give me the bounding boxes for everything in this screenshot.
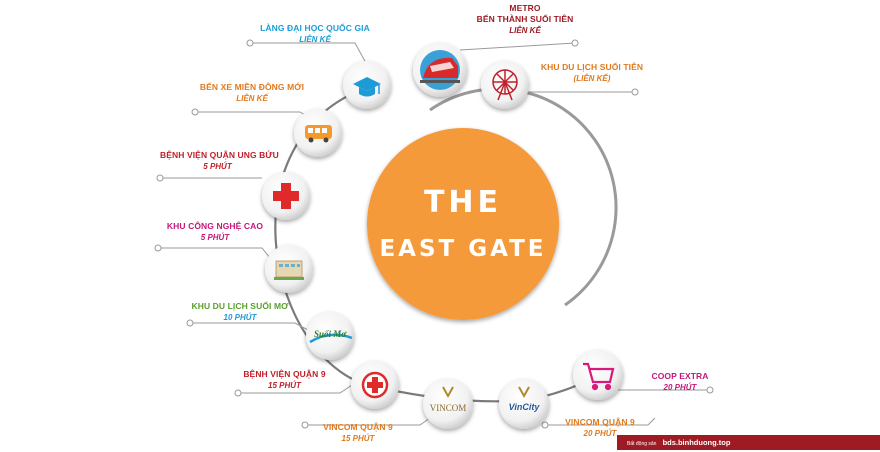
label-title: BỆNH VIỆN QUẬN 9 <box>243 369 326 379</box>
label-title: KHU DU LỊCH SUỐI TIÊN <box>540 62 644 72</box>
leader-dot <box>156 174 164 182</box>
leader-dot <box>541 421 549 429</box>
label-title: KHU CÔNG NGHỆ CAO <box>166 221 264 231</box>
label-sub: 15 PHÚT <box>268 381 301 390</box>
label-vincom: VINCOM QUẬN 9 15 PHÚT <box>303 422 413 444</box>
leader-dot <box>301 421 309 429</box>
label-sub: LIÊN KẾ <box>509 26 541 35</box>
label-title: LÀNG ĐẠI HỌC QUỐC GIA <box>260 23 370 33</box>
node-suoi-mo: Suối Mơ <box>306 312 354 360</box>
center-title-line1: THE <box>423 185 503 220</box>
footer-bar: Bất động sản bds.binhduong.top <box>617 435 880 450</box>
node-bus-station <box>294 109 342 157</box>
label-title: METRO <box>509 3 541 13</box>
label-title: KHU DU LỊCH SUỐI MƠ <box>191 301 289 311</box>
footer-prefix: Bất động sản <box>627 441 657 447</box>
leader-line-bus <box>195 111 311 119</box>
label-title: VINCOM QUẬN 9 <box>565 417 635 427</box>
center-title-line2: EAST GATE <box>379 236 547 262</box>
leader-dot <box>571 39 579 47</box>
suoi-mo-logo-text: Suối Mơ <box>314 329 347 339</box>
label-metro: METRO BẾN THÀNH SUỐI TIÊN LIÊN KẾ <box>455 3 595 36</box>
leader-line-hitech <box>158 247 271 259</box>
leader-line-d9-hospital <box>238 384 353 394</box>
label-sub: 5 PHÚT <box>203 162 232 171</box>
leader-line-vincom <box>305 417 431 426</box>
label-sub: 15 PHÚT <box>341 434 375 443</box>
label-suoi-mo: KHU DU LỊCH SUỐI MƠ 10 PHÚT <box>185 301 295 323</box>
hospital-cross-icon <box>361 371 389 399</box>
node-coop-extra <box>573 350 623 400</box>
bus-icon <box>305 125 332 143</box>
label-sub: (LIÊN KẾ) <box>573 74 611 83</box>
leader-dot <box>154 244 162 252</box>
vincity-logo-text: VinCity <box>509 402 541 412</box>
label-title: BỆNH VIỆN QUẬN UNG BỨU <box>160 150 279 160</box>
label-ung-buu-hospital: BỆNH VIỆN QUẬN UNG BỨU 5 PHÚT <box>160 150 279 172</box>
label-hi-tech-park: KHU CÔNG NGHỆ CAO 5 PHÚT <box>160 221 270 243</box>
leader-dot <box>706 386 714 394</box>
label-suoi-tien: KHU DU LỊCH SUỐI TIÊN (LIÊN KẾ) <box>532 62 652 84</box>
label-title: VINCOM QUẬN 9 <box>323 422 393 432</box>
label-bus-station: BẾN XE MIỀN ĐÔNG MỚI LIÊN KẾ <box>197 82 307 104</box>
vincom-logo-icon: VINCOM <box>430 386 467 413</box>
node-district9-hospital <box>351 361 399 409</box>
leader-line-university <box>250 42 368 66</box>
leader-dot <box>186 319 194 327</box>
graduation-cap-icon <box>353 77 381 97</box>
ferris-wheel-icon <box>492 69 518 101</box>
node-ung-buu-hospital <box>262 172 310 220</box>
building-icon <box>274 260 304 280</box>
label-sub: 5 PHÚT <box>200 233 230 242</box>
footer-url[interactable]: bds.binhduong.top <box>662 438 731 447</box>
node-suoi-tien <box>481 61 529 109</box>
suoi-mo-logo-icon: Suối Mơ <box>309 329 353 344</box>
leader-lines <box>158 42 710 426</box>
label-sub: 20 PHÚT <box>583 429 617 438</box>
vincom-logo-text: VINCOM <box>430 403 467 413</box>
leader-dot <box>191 108 199 116</box>
label-title-line2: BẾN THÀNH SUỐI TIÊN <box>476 14 574 24</box>
label-sub: LIÊN KẾ <box>236 94 268 103</box>
label-vincity: VINCOM QUẬN 9 20 PHÚT <box>545 417 655 439</box>
label-title: COOP EXTRA <box>651 371 709 381</box>
node-vincity: VinCity <box>499 379 549 429</box>
shopping-cart-icon <box>583 362 615 391</box>
label-sub: 10 PHÚT <box>223 313 257 322</box>
label-sub: 20 PHÚT <box>663 383 697 392</box>
node-metro <box>413 43 467 97</box>
metro-train-icon <box>420 50 460 90</box>
label-university: LÀNG ĐẠI HỌC QUỐC GIA LIÊN KẾ <box>255 23 375 45</box>
leader-line-vincity <box>545 417 656 426</box>
leader-line-metro <box>459 42 576 51</box>
label-district9-hospital: BỆNH VIỆN QUẬN 9 15 PHÚT <box>232 369 337 391</box>
leader-dot <box>234 389 242 397</box>
center-title: THE EAST GATE <box>368 130 558 320</box>
label-sub: LIÊN KẾ <box>299 35 331 44</box>
leader-line-suoi-mo <box>190 322 309 331</box>
vincity-logo-icon: VinCity <box>509 386 541 412</box>
leader-dot <box>246 39 254 47</box>
leader-dots <box>154 39 714 429</box>
label-coop-extra: COOP EXTRA 20 PHÚT <box>640 371 720 393</box>
label-title: BẾN XE MIỀN ĐÔNG MỚI <box>199 82 305 92</box>
red-cross-icon <box>273 183 299 209</box>
node-university <box>343 61 391 109</box>
leader-dot <box>631 88 639 96</box>
node-hi-tech-park <box>265 245 313 293</box>
center-circle <box>367 128 559 320</box>
node-vincom: VINCOM <box>423 379 473 429</box>
